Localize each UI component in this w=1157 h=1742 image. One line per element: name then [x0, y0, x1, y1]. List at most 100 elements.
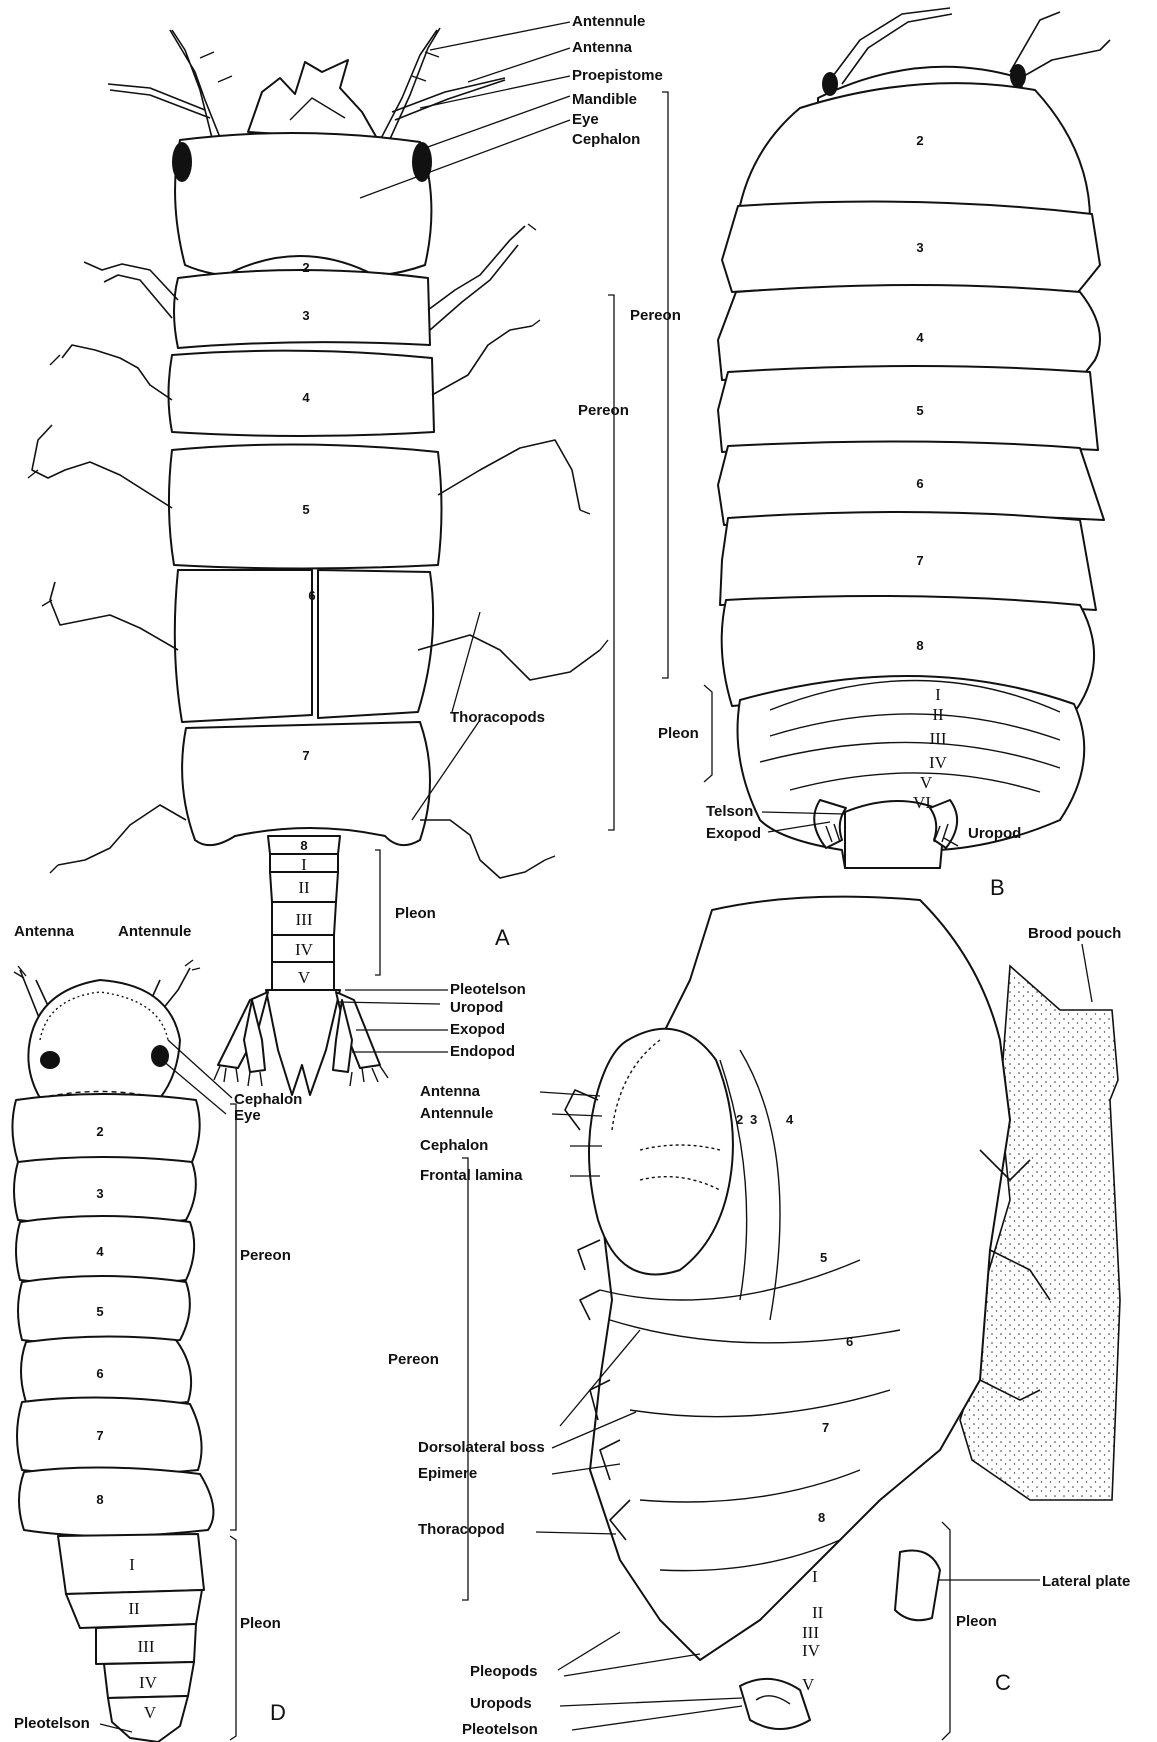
figure-d-label-antenna: Antenna [14, 923, 75, 940]
figure-b: 2 3 4 5 6 7 8 I II III IV V VI Pereon Pl… [612, 8, 1110, 900]
figure-d-segment-8 [19, 1467, 213, 1536]
figure-d-pleonite-label-5: V [144, 1703, 157, 1722]
figure-b-label-telson: Telson [706, 803, 753, 820]
figure-a-label-mandible: Mandible [572, 91, 637, 108]
figure-a-mandible [248, 60, 378, 140]
figure-b-segment-label-4: 4 [916, 330, 924, 345]
figure-d-pleonite-label-2: II [128, 1599, 140, 1618]
figure-c-uropods [740, 1679, 810, 1729]
figure-c-label-pleon: Pleon [956, 1613, 997, 1630]
figure-d-label-eye: Eye [234, 1107, 261, 1124]
figure-c-segment-label-7: 7 [822, 1420, 829, 1435]
figure-b-segment-label-2: 2 [916, 133, 923, 148]
figure-c-label-antenna: Antenna [420, 1083, 481, 1100]
figure-c-label-pleopods: Pleopods [470, 1663, 538, 1680]
figure-a-right-eye [412, 142, 432, 182]
figure-a-label-antenna: Antenna [572, 39, 633, 56]
figure-a-pleotelson [266, 990, 340, 1095]
figure-d-segment-3 [14, 1157, 196, 1225]
figure-a-label-proepistome: Proepistome [572, 67, 663, 84]
figure-b-segment-label-8: 8 [916, 638, 923, 653]
figure-b-segment-label-3: 3 [916, 240, 923, 255]
figure-c-segment-label-5: 5 [820, 1250, 827, 1265]
figure-a-label-pleotelson: Pleotelson [450, 981, 526, 998]
figure-c-segment-label-2: 2 [736, 1112, 743, 1127]
figure-a-letter: A [495, 925, 510, 950]
figure-b-right-eye [1010, 64, 1026, 88]
figure-c-pleonite-label-5: V [802, 1675, 815, 1694]
figure-a-left-eye [172, 142, 192, 182]
figure-c-pleonite-label-2: II [812, 1603, 824, 1622]
figure-d-label-pleotelson: Pleotelson [14, 1715, 90, 1732]
figure-d-pleonite-label-1: I [129, 1555, 135, 1574]
figure-d-segment-label-4: 4 [96, 1244, 104, 1259]
figure-d-segment-label-2: 2 [96, 1124, 103, 1139]
figure-d-segment-label-7: 7 [96, 1428, 103, 1443]
figure-b-pleonite-label-2: II [932, 705, 944, 724]
figure-c-label-brood-pouch: Brood pouch [1028, 925, 1121, 942]
figure-a-segment-6b [318, 570, 433, 718]
figure-a-right-thoracopods [418, 224, 608, 878]
figure-a-label-antennule: Antennule [572, 13, 645, 30]
figure-d-segment-label-6: 6 [96, 1366, 103, 1381]
figure-a-segment-7 [182, 722, 430, 845]
figure-b-segment-label-5: 5 [916, 403, 923, 418]
figure-b-left-eye [822, 72, 838, 96]
figure-a-cephalon [175, 133, 431, 276]
figure-a-segment-6 [175, 570, 312, 722]
figure-a-segment-label-3: 3 [302, 308, 309, 323]
figure-c-segment-label-3: 3 [750, 1112, 757, 1127]
figure-a-pleonite-label-4: IV [295, 940, 314, 959]
figure-b-pleonite-label-5: V [920, 773, 933, 792]
figure-c-label-lateral-plate: Lateral plate [1042, 1573, 1130, 1590]
figure-a-label-pleon: Pleon [395, 905, 436, 922]
figure-a-label-uropod: Uropod [450, 999, 503, 1016]
figure-d-label-pleon: Pleon [240, 1615, 281, 1632]
figure-d-segment-2 [12, 1094, 199, 1166]
figure-c-segment-label-6: 6 [846, 1334, 853, 1349]
figure-b-segment-2 [738, 83, 1090, 220]
figure-c-segment-label-4: 4 [786, 1112, 794, 1127]
figure-d-segment-label-3: 3 [96, 1186, 103, 1201]
figure-c-label-uropods: Uropods [470, 1695, 532, 1712]
figure-c-pleonite-label-3: III [802, 1623, 819, 1642]
figure-d-pleonite-label-3: III [138, 1637, 155, 1656]
figure-a-pleonite-label-3: III [296, 910, 313, 929]
figure-b-label-pereon: Pereon [630, 307, 681, 324]
figure-d-segment-label-8: 8 [96, 1492, 103, 1507]
figure-a-segment-4 [169, 351, 435, 436]
figure-c-pleonite-label-1: I [812, 1567, 818, 1586]
figure-c-label-pereon: Pereon [388, 1351, 439, 1368]
figure-a-segment-label-6: 6 [308, 588, 315, 603]
figure-c-label-thoracopod: Thoracopod [418, 1521, 505, 1538]
figure-b-segment-3 [722, 202, 1100, 293]
figure-a-left-thoracopods [28, 262, 186, 873]
figure-c-label-frontal-lamina: Frontal lamina [420, 1167, 523, 1184]
figure-d-label-antennule: Antennule [118, 923, 191, 940]
figure-c-label-pleotelson: Pleotelson [462, 1721, 538, 1738]
figure-a-label-eye: Eye [572, 111, 599, 128]
figure-c-pleonite-label-4: IV [802, 1641, 821, 1660]
figure-c-body-dorsal [590, 897, 1010, 1660]
figure-c-label-dorsolateral-boss: Dorsolateral boss [418, 1439, 545, 1456]
figure-c-label-epimere: Epimere [418, 1465, 477, 1482]
figure-c-segment-label-8: 8 [818, 1510, 825, 1525]
figure-c-label-antennule: Antennule [420, 1105, 493, 1122]
figure-b-pleonite-label-1: I [935, 685, 941, 704]
figure-d-segment-label-5: 5 [96, 1304, 103, 1319]
figure-c-letter: C [995, 1670, 1011, 1695]
figure-a-label-cephalon: Cephalon [572, 131, 640, 148]
figure-b-segment-label-7: 7 [916, 553, 923, 568]
figure-a-label-endopod: Endopod [450, 1043, 515, 1060]
figure-b-label-exopod: Exopod [706, 825, 761, 842]
figure-c-label-cephalon: Cephalon [420, 1137, 488, 1154]
figure-a-label-thoracopods: Thoracopods [450, 709, 545, 726]
figure-b-label-pleon: Pleon [658, 725, 699, 742]
figure-d-label-cephalon: Cephalon [234, 1091, 302, 1108]
figure-a-segment-label-2: 2 [302, 260, 309, 275]
figure-b-segment-5 [718, 366, 1098, 452]
figure-d-segment-7 [17, 1397, 202, 1475]
figure-b-pleonite-label-3: III [930, 729, 947, 748]
figure-a-label-pereon: Pereon [578, 402, 629, 419]
